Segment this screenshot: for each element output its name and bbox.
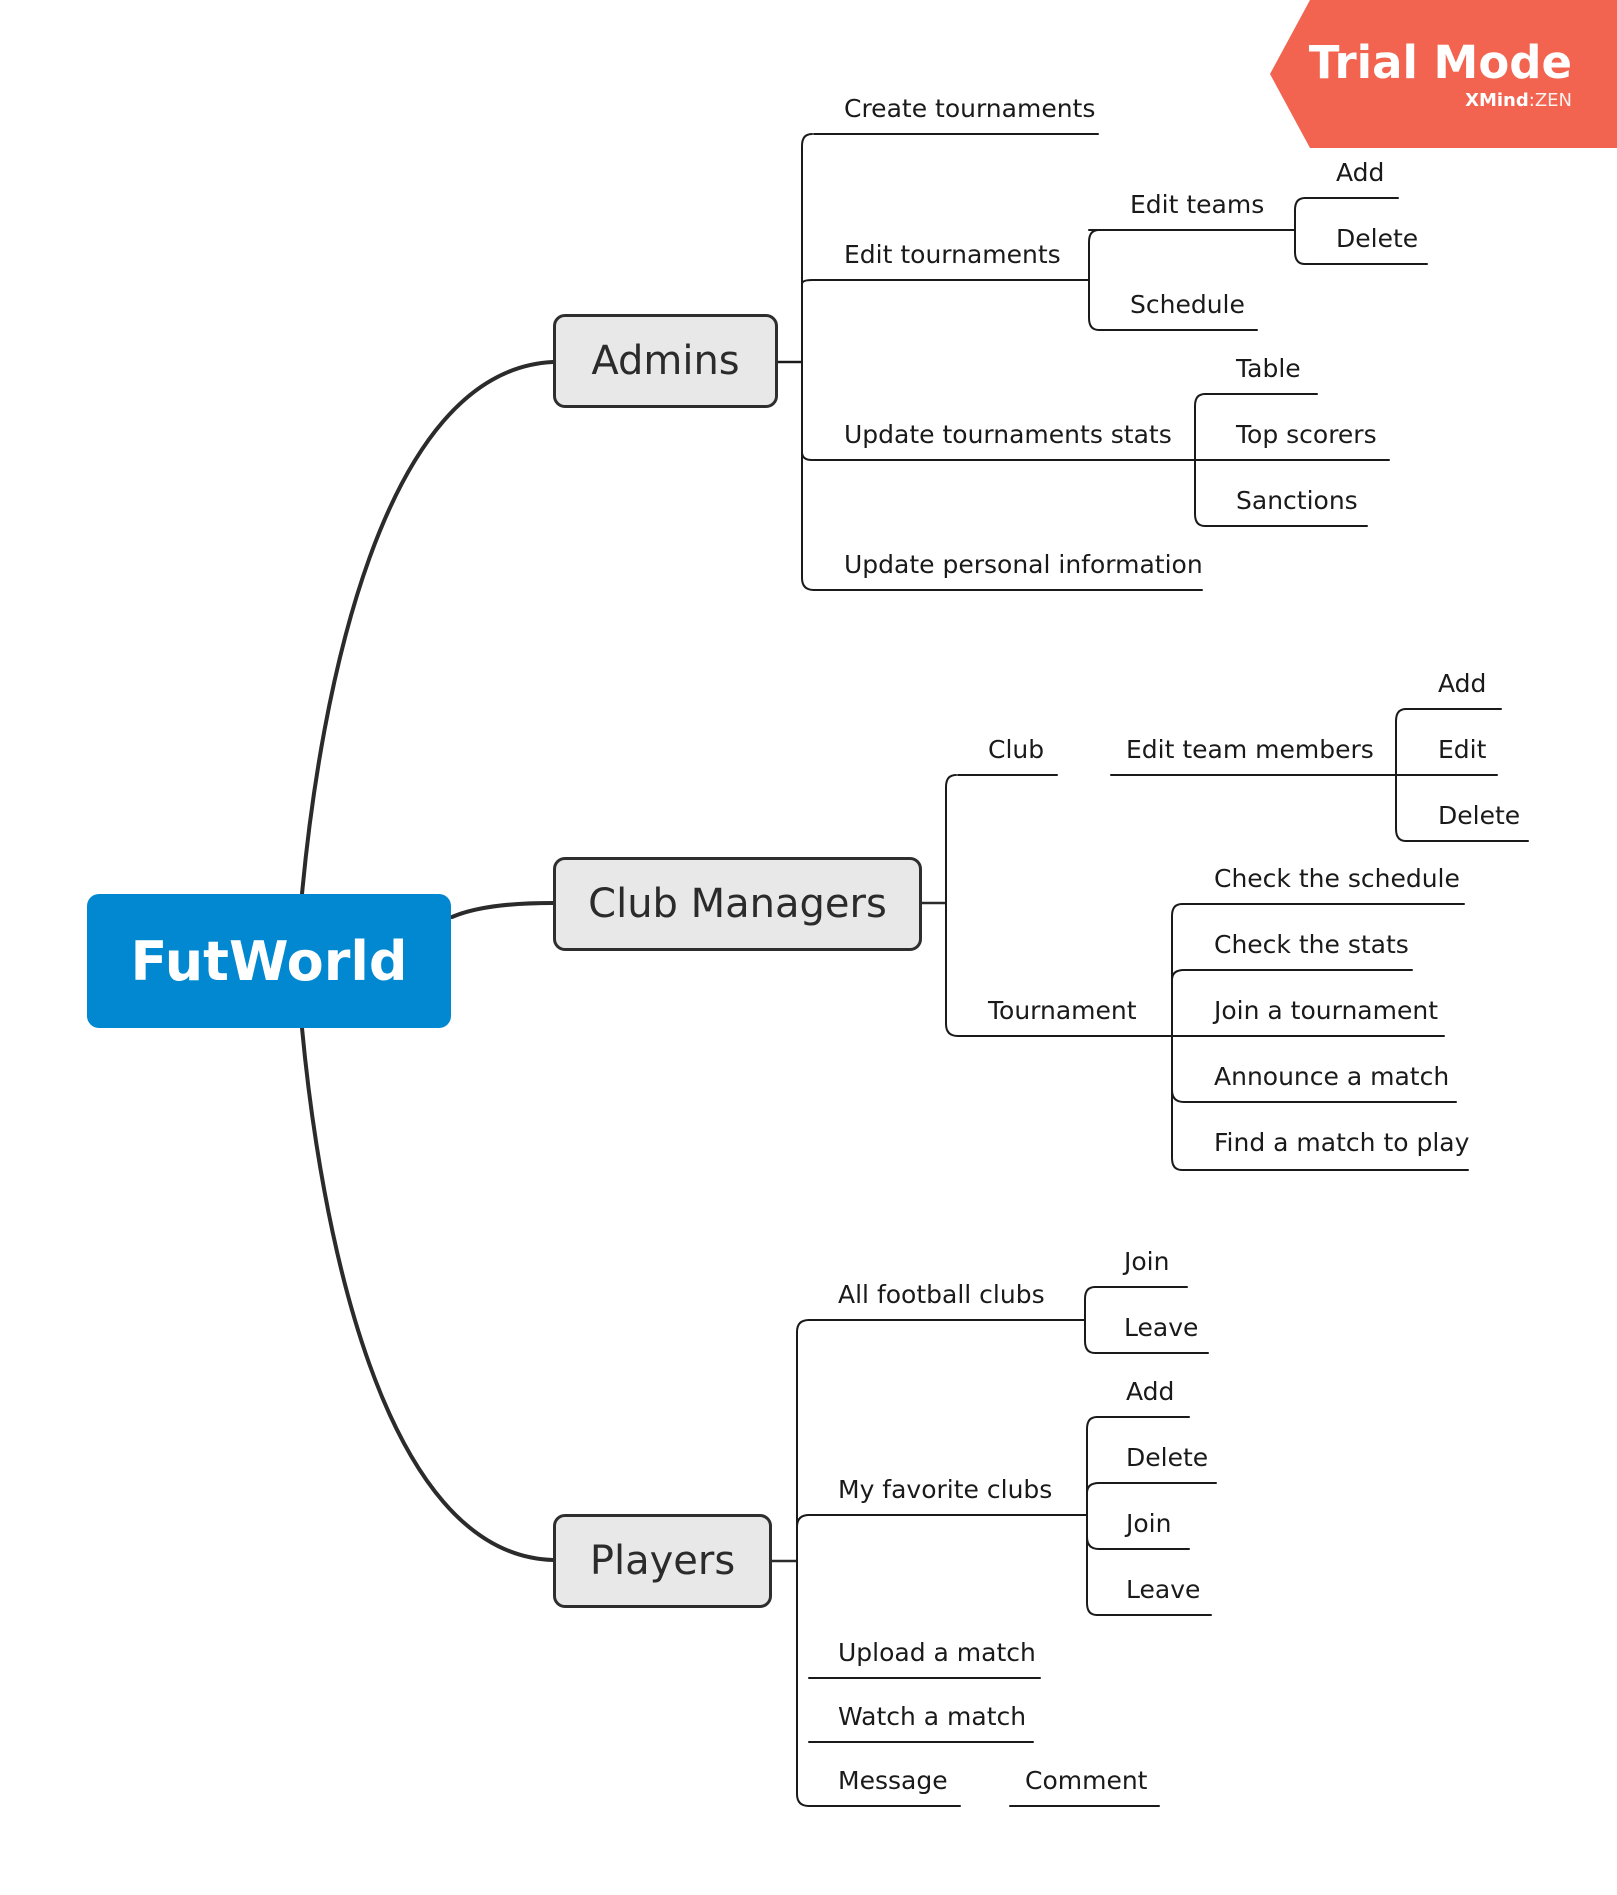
underline-favorites	[796, 1514, 1088, 1528]
topic-admins[interactable]: Admins	[553, 314, 778, 408]
favorites-bracket	[1086, 1416, 1098, 1616]
node-update-stats[interactable]: Update tournaments stats	[844, 420, 1172, 449]
edit-teams-bracket	[1294, 197, 1306, 265]
node-check-schedule[interactable]: Check the schedule	[1214, 864, 1460, 893]
all-clubs-bracket	[1084, 1286, 1096, 1354]
node-upload-match[interactable]: Upload a match	[838, 1638, 1036, 1667]
node-sanctions[interactable]: Sanctions	[1236, 486, 1358, 515]
connector-root-admins	[300, 360, 555, 896]
players-bracket	[796, 1319, 810, 1807]
node-clubs-join[interactable]: Join	[1124, 1247, 1170, 1276]
node-announce-match[interactable]: Announce a match	[1214, 1062, 1450, 1091]
underline-edit-tournaments	[801, 279, 1090, 285]
edition-text: ZEN	[1534, 90, 1572, 111]
xmind-brand: XMind:ZEN	[1465, 90, 1572, 111]
node-clubs-leave[interactable]: Leave	[1124, 1313, 1199, 1342]
node-fav-delete[interactable]: Delete	[1126, 1443, 1209, 1472]
topic-players[interactable]: Players	[553, 1514, 772, 1608]
xmind-logo-text: XMind	[1465, 90, 1529, 111]
node-club[interactable]: Club	[988, 735, 1045, 764]
managers-bracket	[945, 774, 959, 1037]
underline-announce	[1171, 1089, 1457, 1103]
node-members-delete[interactable]: Delete	[1438, 801, 1521, 830]
node-message[interactable]: Message	[838, 1766, 948, 1795]
topic-club-managers[interactable]: Club Managers	[553, 857, 922, 951]
connector-root-managers	[450, 901, 555, 919]
node-edit-team-members[interactable]: Edit team members	[1126, 735, 1374, 764]
node-comment[interactable]: Comment	[1025, 1766, 1148, 1795]
node-members-edit[interactable]: Edit	[1438, 735, 1487, 764]
node-all-football-clubs[interactable]: All football clubs	[838, 1280, 1045, 1309]
node-fav-leave[interactable]: Leave	[1126, 1575, 1201, 1604]
node-check-stats[interactable]: Check the stats	[1214, 930, 1409, 959]
node-create-tournaments[interactable]: Create tournaments	[844, 94, 1096, 123]
node-join-tournament[interactable]: Join a tournament	[1214, 996, 1438, 1025]
admins-bracket	[801, 133, 815, 591]
node-teams-add[interactable]: Add	[1336, 158, 1385, 187]
node-members-add[interactable]: Add	[1438, 669, 1487, 698]
node-fav-add[interactable]: Add	[1126, 1377, 1175, 1406]
node-top-scorers[interactable]: Top scorers	[1236, 420, 1377, 449]
trial-mode-badge[interactable]: Trial Mode XMind:ZEN	[1270, 0, 1617, 148]
brand-separator: :	[1528, 90, 1535, 111]
node-schedule[interactable]: Schedule	[1130, 290, 1245, 319]
underline-update-stats	[801, 451, 1195, 461]
node-edit-teams[interactable]: Edit teams	[1130, 190, 1265, 219]
node-edit-tournaments[interactable]: Edit tournaments	[844, 240, 1061, 269]
node-find-match[interactable]: Find a match to play	[1214, 1128, 1470, 1157]
underline-check-stats	[1171, 969, 1413, 981]
node-tournament[interactable]: Tournament	[988, 996, 1137, 1025]
root-topic[interactable]: FutWorld	[87, 894, 451, 1028]
node-update-personal[interactable]: Update personal information	[844, 550, 1203, 579]
connector-root-players	[300, 1026, 555, 1562]
node-my-favorite-clubs[interactable]: My favorite clubs	[838, 1475, 1053, 1504]
underline-fav-delete	[1086, 1482, 1217, 1494]
edit-tournaments-bracket	[1088, 229, 1258, 331]
node-table[interactable]: Table	[1236, 354, 1301, 383]
node-watch-match[interactable]: Watch a match	[838, 1702, 1027, 1731]
trial-mode-title: Trial Mode	[1308, 36, 1572, 89]
underline-fav-join	[1086, 1536, 1190, 1550]
node-teams-delete[interactable]: Delete	[1336, 224, 1419, 253]
node-fav-join[interactable]: Join	[1126, 1509, 1172, 1538]
